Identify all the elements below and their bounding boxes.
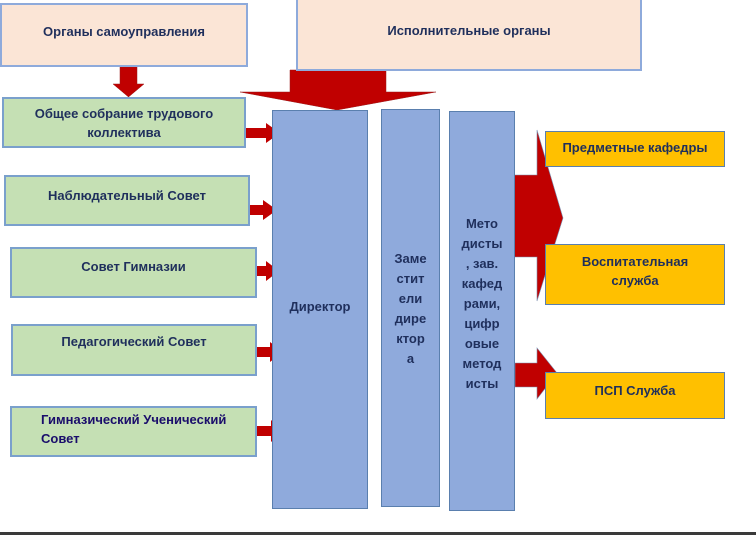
methodists-label: кафед [461, 276, 503, 291]
council-box: Общее собрание трудового коллектива [2, 97, 246, 148]
council-label: Гимназический Ученический [41, 412, 227, 427]
department-label: Предметные кафедры [562, 140, 708, 155]
self-government-header: Органы самоуправления [0, 3, 248, 67]
arrow-council-2 [244, 200, 277, 220]
director-label: Директор [289, 299, 351, 314]
council-label: Совет [41, 431, 80, 446]
methodists-label: исты [465, 376, 499, 391]
methodists-label: цифр [464, 316, 500, 331]
department-box: ПСП Служба [545, 372, 725, 419]
department-box: Воспитательная служба [545, 244, 725, 305]
executive-title: Исполнительные органы [387, 23, 551, 38]
methodists-label: , зав. [465, 256, 499, 271]
department-label: служба [611, 273, 659, 288]
council-label: коллектива [87, 125, 161, 140]
deputies-label: ели [398, 291, 423, 306]
arrow-council-1 [246, 123, 280, 143]
self-government-title: Органы самоуправления [43, 24, 205, 39]
department-label: ПСП Служба [594, 383, 676, 398]
methodists-label: овые [464, 336, 500, 351]
down-arrow-executive [239, 69, 437, 111]
deputies-label: дире [394, 311, 427, 326]
deputies-label: Заме [394, 251, 427, 266]
deputies-label: стит [396, 271, 425, 286]
methodists-label: дисты [461, 236, 503, 251]
deputies-box: Заме стит ели дире ктор а [381, 109, 440, 507]
arrow-council-3 [256, 261, 279, 281]
down-arrow-self-government [112, 66, 145, 98]
executive-header: Исполнительные органы [296, 0, 642, 71]
council-box: Педагогический Совет [11, 324, 257, 376]
methodists-box: Мето дисты , зав. кафед рами, цифр овые … [449, 111, 515, 511]
methodists-label: метод [462, 356, 502, 371]
council-box: Совет Гимназии [10, 247, 257, 298]
department-box: Предметные кафедры [545, 131, 725, 167]
council-box: Наблюдательный Совет [4, 175, 250, 226]
methodists-label: Мето [465, 216, 498, 231]
council-label: Наблюдательный Совет [48, 188, 206, 203]
council-label: Общее собрание трудового [34, 106, 214, 121]
council-label: Педагогический Совет [61, 334, 207, 349]
director-box: Директор [272, 110, 368, 509]
deputies-label: а [406, 351, 415, 366]
council-box: Гимназический Ученический Совет [10, 406, 257, 457]
department-label: Воспитательная [581, 254, 689, 269]
deputies-label: ктор [396, 331, 425, 346]
bottom-divider [0, 532, 756, 535]
council-label: Совет Гимназии [81, 259, 186, 274]
methodists-label: рами, [463, 296, 501, 311]
